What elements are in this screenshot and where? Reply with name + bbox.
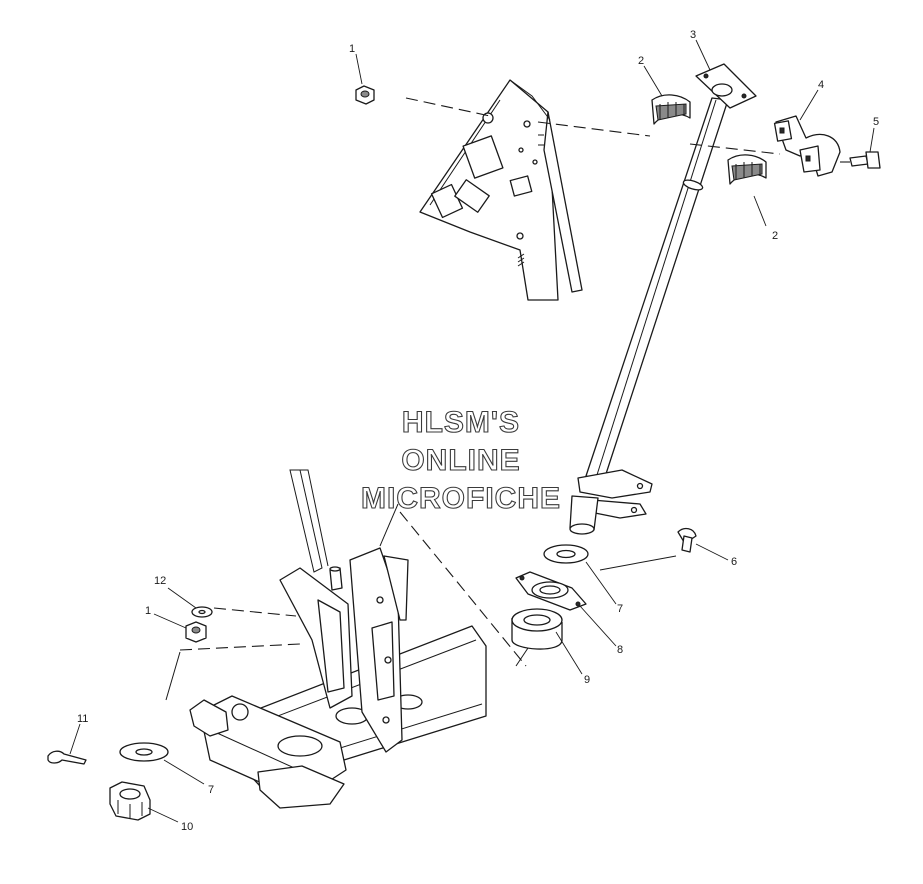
nut-part-1-top bbox=[355, 85, 375, 105]
callout-7-right: 7 bbox=[617, 603, 623, 615]
watermark: HLSM'S ONLINE MICROFICHE bbox=[360, 405, 561, 515]
callout-2-bottom: 2 bbox=[772, 230, 778, 242]
callout-6: 6 bbox=[731, 556, 737, 568]
castle-nut-part-10 bbox=[109, 781, 151, 821]
watermark-line-2: ONLINE bbox=[401, 444, 520, 477]
callout-1-bottom: 1 bbox=[145, 605, 151, 617]
watermark-line-3: MICROFICHE bbox=[361, 482, 561, 515]
lower-frame bbox=[189, 469, 487, 809]
callout-10: 10 bbox=[181, 821, 193, 833]
bearing-part-9 bbox=[511, 608, 563, 650]
bolt-part-6 bbox=[677, 527, 697, 553]
callout-3: 3 bbox=[690, 29, 696, 41]
callout-12: 12 bbox=[154, 575, 166, 587]
alignment-lines bbox=[179, 97, 850, 667]
washer-part-7-left bbox=[119, 742, 169, 762]
steering-post bbox=[569, 97, 729, 535]
bolt-part-5 bbox=[849, 151, 881, 169]
callout-4: 4 bbox=[818, 79, 824, 91]
washer-part-7-right bbox=[543, 544, 589, 564]
callout-11: 11 bbox=[77, 713, 88, 725]
callout-8: 8 bbox=[617, 644, 623, 656]
clamp-part-4 bbox=[773, 115, 841, 177]
callout-1-top: 1 bbox=[349, 43, 355, 55]
flange-plate-part-3 bbox=[695, 63, 757, 109]
callout-2-top: 2 bbox=[638, 55, 644, 67]
callout-5: 5 bbox=[873, 116, 879, 128]
bushing-part-2-upper bbox=[651, 94, 691, 125]
cotter-pin-part-11 bbox=[47, 750, 87, 765]
leader-lines bbox=[69, 39, 875, 823]
bushing-part-2-lower bbox=[727, 154, 767, 185]
bulkhead-bracket bbox=[419, 79, 583, 301]
callout-9: 9 bbox=[584, 674, 590, 686]
connector-lines bbox=[165, 503, 677, 701]
nut-part-1-bottom bbox=[185, 621, 207, 643]
bearing-flange-part-8 bbox=[515, 571, 587, 611]
washer-part-12 bbox=[191, 606, 213, 618]
callout-7-left: 7 bbox=[208, 784, 214, 796]
callout-labels: 1 2 3 4 5 2 6 7 8 9 12 1 11 7 10 bbox=[77, 29, 879, 833]
watermark-line-1: HLSM'S bbox=[402, 406, 520, 439]
